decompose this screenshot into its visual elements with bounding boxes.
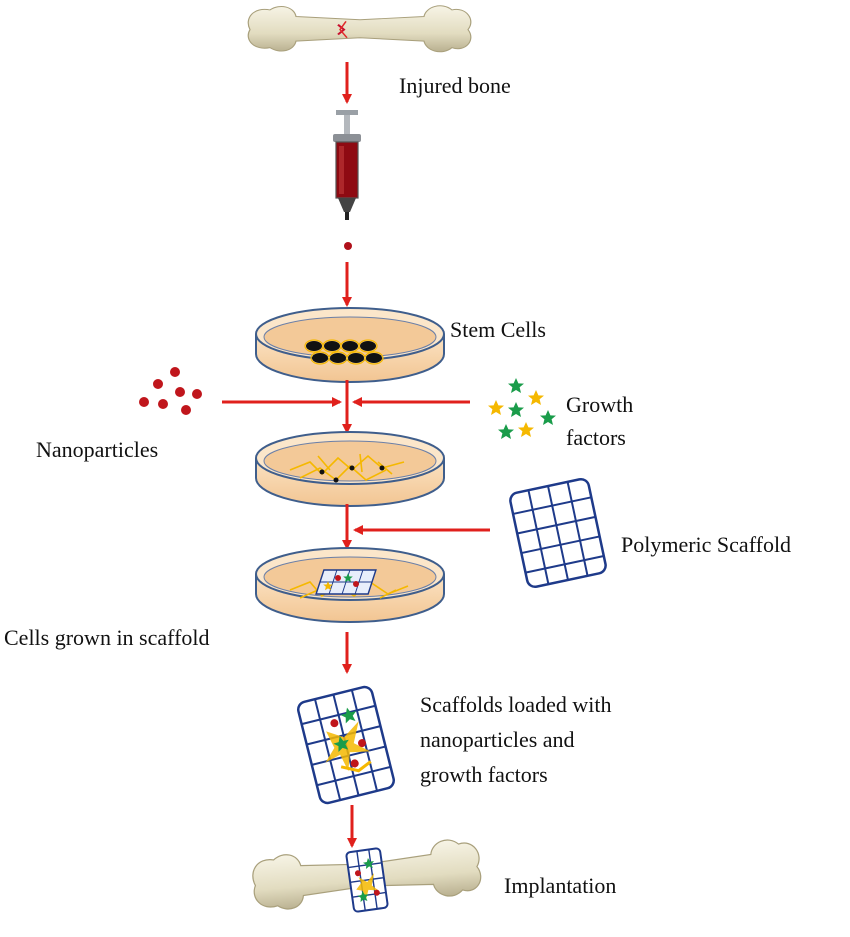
growth-factors-label-line1: Growth [566,392,634,417]
loaded-scaffold-label-line3: growth factors [420,762,548,787]
injured-bone-label: Injured bone [399,73,511,98]
implanted-scaffold-icon [345,847,389,913]
scaffold-dish-icon [255,547,445,623]
stem-cells-label: Stem Cells [450,317,546,342]
blood-drop-icon [344,242,352,250]
cells-grown-label: Cells grown in scaffold [4,625,210,650]
loaded-scaffold-label-line1: Scaffolds loaded with [420,692,612,717]
loaded-scaffold-icon [296,685,396,805]
growth-factors-icon [488,378,556,439]
injured-bone-icon [247,5,472,53]
stem-cells-dish-icon [255,307,445,383]
polymeric-scaffold-icon [509,477,607,589]
implantation-label: Implantation [504,873,617,898]
syringe-icon [333,110,361,220]
treated-cells-dish-icon [255,431,445,507]
nanoparticles-label: Nanoparticles [36,437,159,462]
nanoparticles-icon [139,367,202,415]
loaded-scaffold-label-line2: nanoparticles and [420,727,575,752]
growth-factors-label-line2: factors [566,425,626,450]
polymeric-scaffold-label: Polymeric Scaffold [621,532,792,557]
